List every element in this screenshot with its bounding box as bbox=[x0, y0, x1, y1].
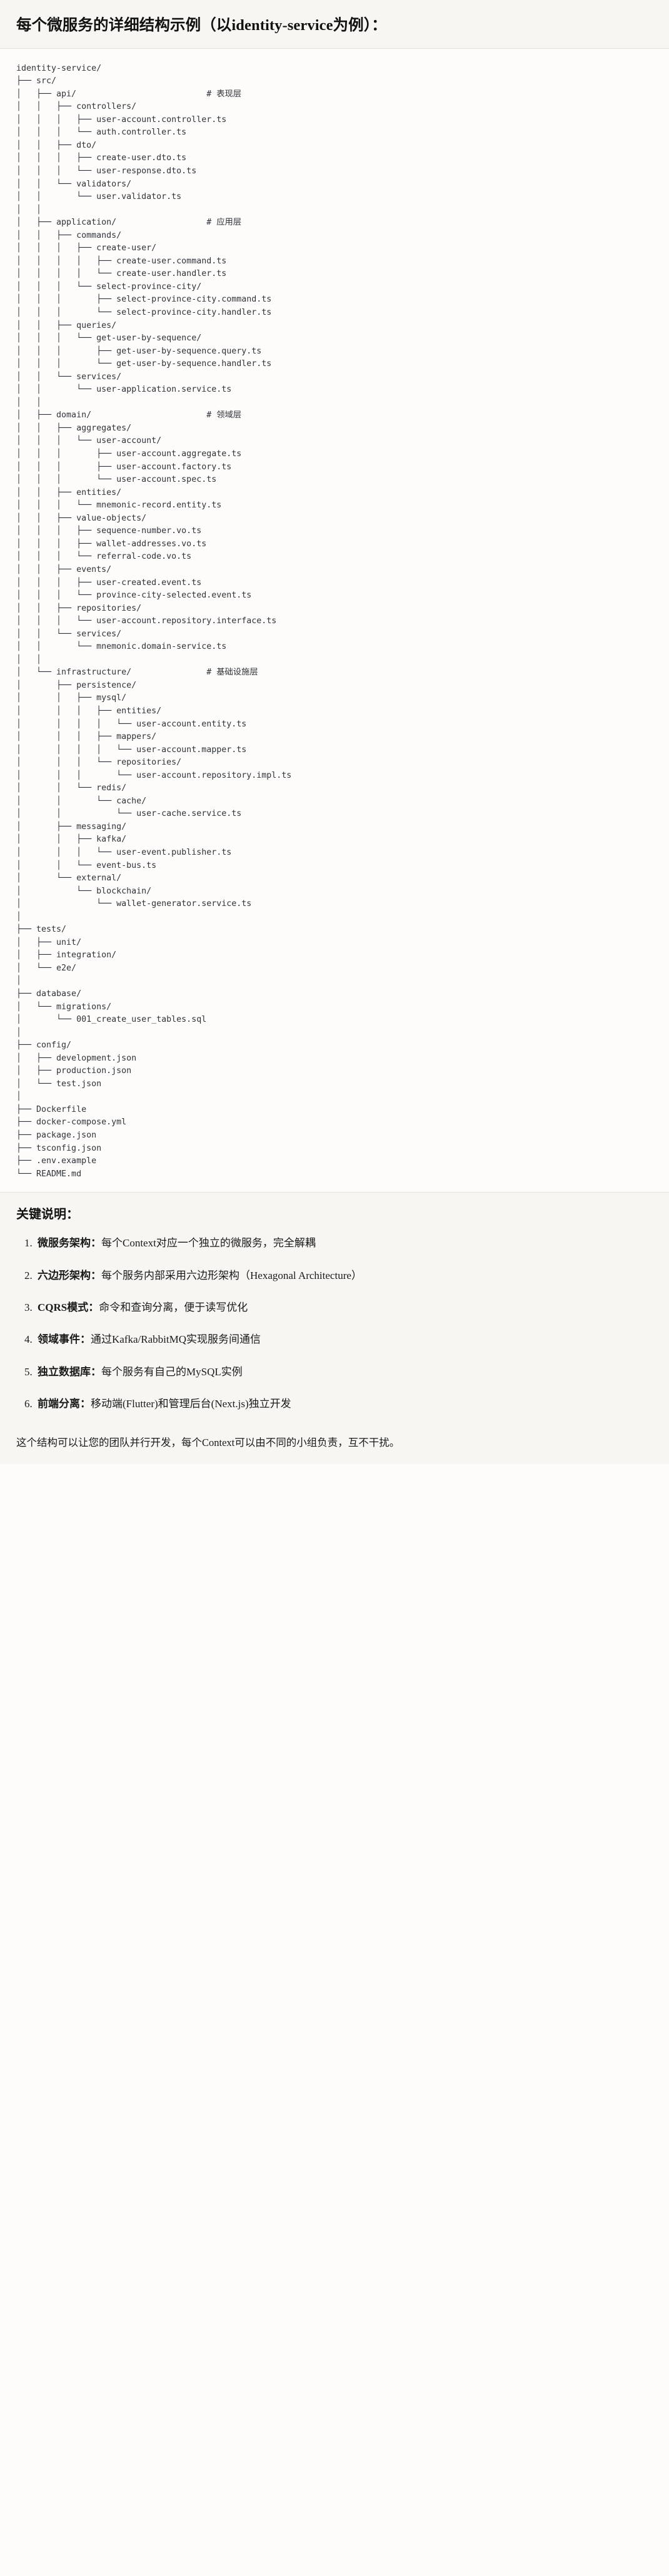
key-notes-list: 微服务架构：每个Context对应一个独立的微服务，完全解耦 六边形架构：每个服… bbox=[16, 1235, 653, 1412]
note-separator: ： bbox=[80, 1333, 91, 1346]
document-header: 每个微服务的详细结构示例（以identity-service为例）： bbox=[0, 0, 669, 49]
note-description: 每个服务有自己的MySQL实例 bbox=[101, 1365, 243, 1378]
note-term: CQRS模式 bbox=[38, 1301, 89, 1313]
note-term: 独立数据库 bbox=[38, 1365, 91, 1378]
note-separator: ： bbox=[91, 1269, 101, 1281]
list-item: 独立数据库：每个服务有自己的MySQL实例 bbox=[35, 1364, 653, 1380]
note-separator: ： bbox=[80, 1397, 91, 1410]
note-term: 前端分离 bbox=[38, 1397, 80, 1410]
closing-paragraph: 这个结构可以让您的团队并行开发，每个Context可以由不同的小组负责，互不干扰… bbox=[16, 1437, 400, 1449]
list-item: 前端分离：移动端(Flutter)和管理后台(Next.js)独立开发 bbox=[35, 1396, 653, 1412]
note-term: 领域事件 bbox=[38, 1333, 80, 1346]
note-separator: ： bbox=[91, 1365, 101, 1378]
directory-tree-block: identity-service/ ├── src/ │ ├── api/ # … bbox=[0, 48, 669, 1193]
key-notes-section: 关键说明： 微服务架构：每个Context对应一个独立的微服务，完全解耦 六边形… bbox=[0, 1193, 669, 1433]
note-description: 移动端(Flutter)和管理后台(Next.js)独立开发 bbox=[91, 1397, 291, 1410]
closing-paragraph-section: 这个结构可以让您的团队并行开发，每个Context可以由不同的小组负责，互不干扰… bbox=[0, 1432, 669, 1464]
note-description: 每个Context对应一个独立的微服务，完全解耦 bbox=[101, 1237, 316, 1250]
key-notes-title: 关键说明： bbox=[16, 1208, 79, 1222]
list-item: CQRS模式：命令和查询分离，便于读写优化 bbox=[35, 1300, 653, 1316]
note-description: 通过Kafka/RabbitMQ实现服务间通信 bbox=[91, 1333, 261, 1346]
directory-tree: identity-service/ ├── src/ │ ├── api/ # … bbox=[16, 63, 292, 1179]
note-description: 每个服务内部采用六边形架构（Hexagonal Architecture） bbox=[101, 1269, 362, 1281]
list-item: 六边形架构：每个服务内部采用六边形架构（Hexagonal Architectu… bbox=[35, 1268, 653, 1284]
note-term: 微服务架构 bbox=[38, 1237, 91, 1250]
note-term: 六边形架构 bbox=[38, 1269, 91, 1281]
list-item: 微服务架构：每个Context对应一个独立的微服务，完全解耦 bbox=[35, 1235, 653, 1251]
note-separator: ： bbox=[88, 1301, 99, 1313]
document-page: 每个微服务的详细结构示例（以identity-service为例）： ident… bbox=[0, 0, 669, 1464]
list-item: 领域事件：通过Kafka/RabbitMQ实现服务间通信 bbox=[35, 1331, 653, 1348]
note-separator: ： bbox=[91, 1237, 101, 1250]
page-title: 每个微服务的详细结构示例（以identity-service为例）： bbox=[16, 17, 387, 34]
note-description: 命令和查询分离，便于读写优化 bbox=[99, 1301, 248, 1313]
